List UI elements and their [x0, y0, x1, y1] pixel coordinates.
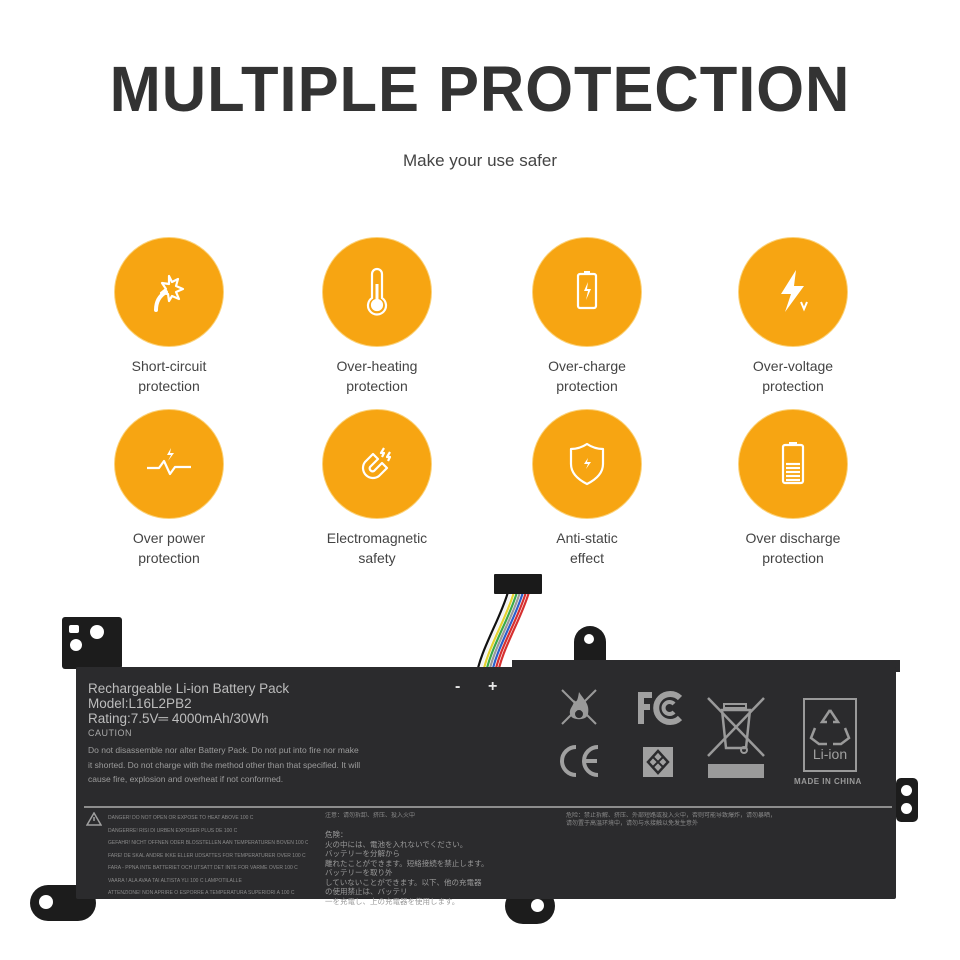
feature-circle — [739, 410, 847, 518]
no-fire-icon — [561, 689, 597, 725]
short-circuit-icon — [154, 274, 185, 312]
feature-label-line2: protection — [762, 378, 824, 394]
feature-circle — [115, 410, 223, 518]
caution-heading: CAUTION — [88, 728, 132, 738]
fine-print-line: 危险：禁止拆解、挤压、外部短路或投入火中，否则可能导致爆炸，请勿暴晒， — [566, 813, 776, 819]
feature-circle — [115, 238, 223, 346]
li-ion-recycle-icon: Li-ion — [803, 698, 857, 772]
battery-model: Model:L16L2PB2 — [88, 696, 192, 711]
fine-print-chinese: 注意：请勿拆卸、挤压、投入火中 — [325, 812, 555, 820]
thermometer-icon — [366, 267, 388, 316]
feature-label-line1: Over-voltage — [752, 358, 834, 374]
feature-over-power: Over power protection — [69, 410, 269, 568]
fine-print-line: 注意：请勿拆卸、挤压、投入火中 — [325, 813, 416, 819]
made-in-label: MADE IN CHINA — [794, 777, 862, 786]
page-title: MULTIPLE PROTECTION — [109, 53, 851, 125]
page-subtitle: Make your use safer — [402, 151, 557, 170]
feature-short-circuit: Short-circuit protection — [69, 238, 269, 396]
battery-rating: Rating:7.5V═ 4000mAh/30Wh — [88, 711, 269, 726]
fine-print-line: 危険： — [325, 830, 348, 839]
fine-print-line: バッテリーを分解から — [325, 849, 400, 858]
feature-label-line1: Anti-static — [556, 530, 618, 546]
fine-print-line: VAARA ! ALA AVAA TAI ALTISTA YLI 100 C L… — [108, 877, 242, 884]
feature-label-line2: protection — [138, 550, 200, 566]
mount-hole — [90, 625, 104, 639]
feature-anti-static: Anti-static effect — [487, 410, 687, 568]
polarity-minus: - — [455, 678, 461, 695]
shield-lightning-icon — [569, 442, 605, 486]
mount-hole — [69, 625, 79, 633]
feature-label-line2: protection — [138, 378, 200, 394]
feature-label-line2: protection — [346, 378, 408, 394]
mount-hole — [531, 899, 544, 912]
fine-print-line: 一を充電し、上の充電器を使用します。 — [325, 896, 460, 906]
fcc-mark-icon — [638, 691, 683, 725]
feature-label-line1: Short-circuit — [131, 358, 207, 374]
mount-tab-top — [574, 626, 606, 666]
battery-charging-icon — [576, 271, 598, 310]
feature-over-voltage: Over-voltage protection — [693, 238, 893, 396]
feature-label-line1: Electromagnetic — [326, 530, 428, 546]
fine-print-line: 離れたことができます。短絡接続を禁止します。 — [325, 858, 489, 868]
feature-label-line1: Over discharge — [745, 530, 841, 546]
fine-print-line: FARE! DE SKAL ANDRE IKKE ELLER UDSATTES … — [108, 852, 306, 859]
feature-label-line1: Over-charge — [548, 358, 626, 374]
li-ion-mark-text: Li-ion — [812, 746, 848, 762]
mount-hole — [901, 785, 912, 796]
fine-print-line: 请勿置于高温环境中，请勿与水接触以免发生意外 — [566, 821, 699, 827]
battery-label-title: Rechargeable Li-ion Battery Pack — [88, 681, 290, 696]
fine-print-line: GEFAHR! NICHT OFFNEN ODER BLOSSTELLEN AA… — [108, 840, 308, 846]
fine-print-multilingual: DANGER! DO NOT OPEN OR EXPOSE TO HEAT AB… — [108, 812, 308, 900]
fine-print-line: FARA - PPNA INTE BATTERIET OCH UTSATT DE… — [108, 865, 298, 871]
feature-electromagnetic: Electromagnetic safety — [277, 410, 477, 568]
feature-label-line2: protection — [556, 378, 618, 394]
fine-print-line: バッテリーを取り外 — [325, 868, 393, 877]
feature-circle — [739, 238, 847, 346]
feature-over-discharge: Over discharge protection — [693, 410, 893, 568]
feature-circle — [533, 238, 641, 346]
feature-over-heating: Over-heating protection — [277, 238, 477, 396]
ce-mark-icon — [560, 745, 599, 777]
magnet-icon — [361, 447, 392, 480]
feature-label-line1: Over-heating — [336, 358, 418, 374]
feature-label-line1: Over power — [132, 530, 206, 546]
feature-over-charge: Over-charge protection — [487, 238, 687, 396]
mount-hole — [584, 634, 594, 644]
feature-label-line2: effect — [570, 550, 604, 566]
fine-print-japanese: 危険： 火の中には、電池を入れないでください。 バッテリーを分解から 離れたこと… — [325, 830, 515, 906]
feature-label-line2: safety — [358, 550, 396, 566]
lightning-voltage-icon — [781, 270, 808, 312]
battery-body — [76, 667, 896, 899]
feature-circle — [533, 410, 641, 518]
battery-level-icon — [781, 442, 805, 485]
caution-text: Do not disassemble nor alter Battery Pac… — [88, 745, 361, 784]
fine-print-line: していないことができます。以下、他の充電器 — [325, 877, 482, 887]
mount-hole — [901, 803, 912, 814]
label-divider — [84, 806, 892, 808]
recycle-mark-icon — [643, 747, 673, 777]
feature-circle — [323, 238, 431, 346]
feature-label-line2: protection — [762, 550, 824, 566]
fine-print-line: DANGER! DO NOT OPEN OR EXPOSE TO HEAT AB… — [108, 815, 254, 821]
mount-hole — [39, 895, 53, 909]
weee-bin-icon — [707, 697, 765, 778]
mount-hole — [70, 639, 82, 651]
warning-triangle-icon — [86, 812, 102, 826]
fine-print-line: の使用禁止は、バッテリ — [325, 887, 408, 896]
fine-print-line: 火の中には、電池を入れないでください。 — [325, 839, 468, 849]
fine-print-line: ATTENZIONE! NON APRIRE O ESPORRE A TEMPE… — [108, 890, 295, 896]
fine-print-chinese-right: 危险：禁止拆解、挤压、外部短路或投入火中，否则可能导致爆炸，请勿暴晒， 请勿置于… — [566, 812, 776, 828]
pulse-lightning-icon — [147, 448, 191, 476]
polarity-plus: + — [488, 678, 498, 695]
fine-print-line: DANGERRE! RISI DI URBEN EXPOSER PLUS DE … — [108, 827, 238, 834]
feature-circle — [323, 410, 431, 518]
